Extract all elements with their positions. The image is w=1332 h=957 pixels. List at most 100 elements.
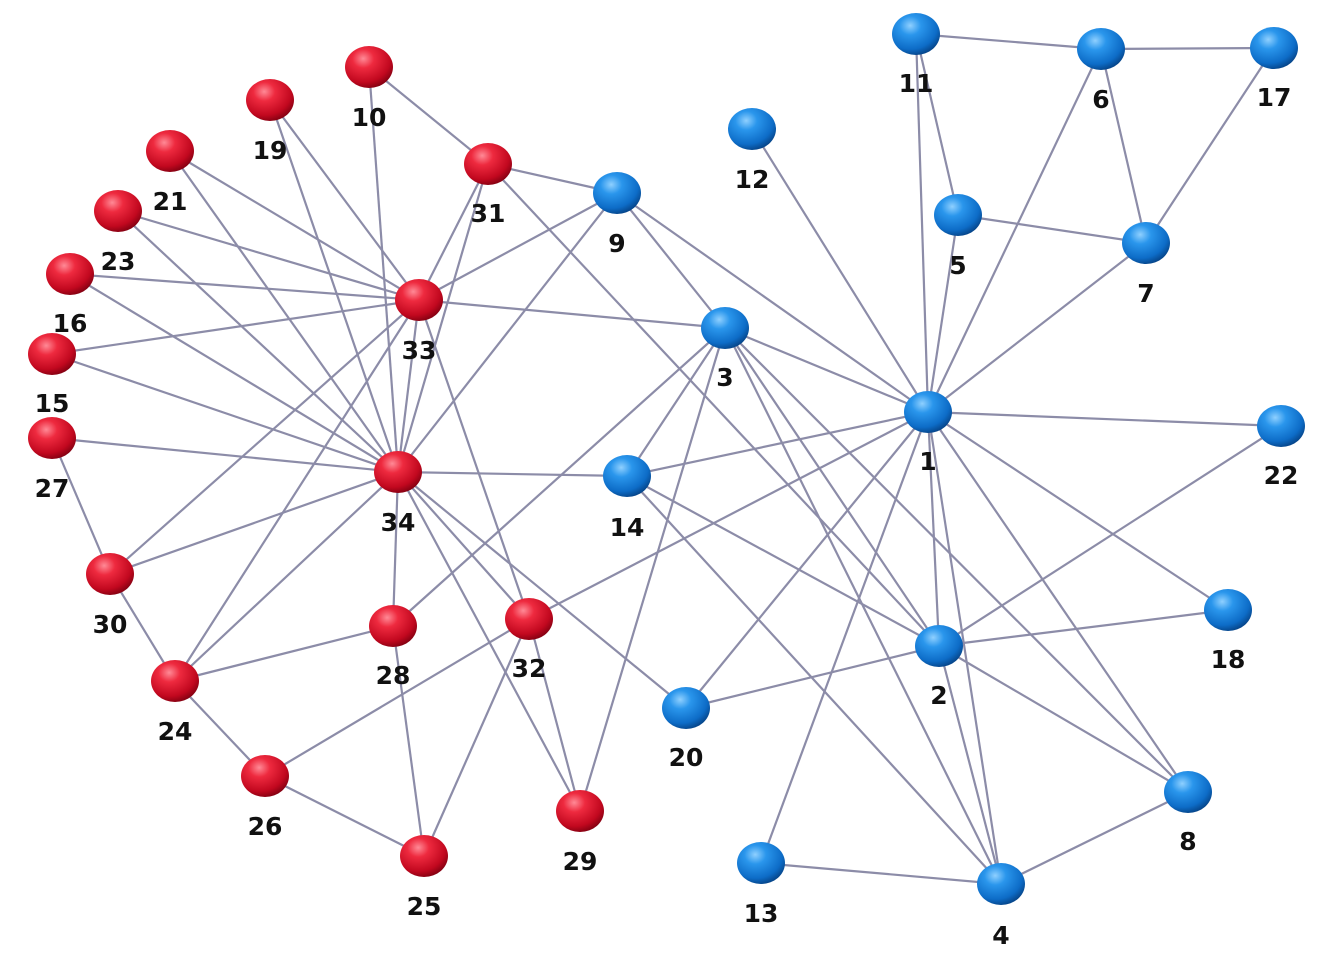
- edge-16-34: [69, 273, 399, 473]
- edge-3-9: [616, 192, 726, 329]
- node-label-19: 19: [253, 136, 288, 165]
- node-label-13: 13: [744, 899, 779, 928]
- node-label-15: 15: [35, 389, 70, 418]
- edge-29-34: [397, 471, 581, 812]
- edge-19-33: [269, 99, 420, 301]
- node-10: [345, 46, 393, 88]
- edge-1-7: [927, 242, 1147, 413]
- edge-2-4: [937, 645, 1003, 885]
- node-33: [395, 279, 443, 321]
- edge-24-34: [174, 471, 399, 682]
- node-label-31: 31: [471, 199, 506, 228]
- node-label-6: 6: [1092, 85, 1109, 114]
- node-21: [146, 130, 194, 172]
- node-32: [505, 598, 553, 640]
- edge-21-34: [169, 150, 399, 473]
- edge-16-33: [69, 272, 420, 302]
- edge-2-31: [487, 163, 940, 647]
- node-16: [46, 253, 94, 295]
- node-12: [728, 108, 776, 150]
- node-13: [737, 842, 785, 884]
- edge-6-7: [1099, 48, 1148, 244]
- node-label-16: 16: [53, 309, 88, 338]
- node-label-22: 22: [1264, 461, 1299, 490]
- edge-5-11: [914, 33, 960, 216]
- node-label-17: 17: [1257, 83, 1292, 112]
- node-9: [593, 172, 641, 214]
- edge-1-5: [926, 214, 960, 413]
- node-30: [86, 553, 134, 595]
- edge-3-14: [626, 327, 726, 477]
- edge-5-7: [957, 213, 1147, 245]
- node-19: [246, 79, 294, 121]
- edge-26-32: [264, 618, 530, 777]
- node-label-21: 21: [153, 187, 188, 216]
- node-20: [662, 687, 710, 729]
- edge-9-33: [418, 192, 618, 301]
- node-29: [556, 790, 604, 832]
- edge-32-33: [417, 299, 531, 620]
- node-label-12: 12: [735, 165, 770, 194]
- edge-1-20: [685, 411, 929, 709]
- edge-1-4: [926, 411, 1003, 885]
- edge-2-22: [938, 425, 1282, 647]
- nodes-layer: [28, 13, 1305, 905]
- node-label-10: 10: [352, 103, 387, 132]
- edge-15-34: [51, 352, 399, 474]
- edge-4-8: [1000, 791, 1189, 885]
- edge-1-8: [927, 411, 1189, 793]
- edge-4-14: [626, 475, 1002, 885]
- node-label-27: 27: [35, 474, 70, 503]
- labels-layer: 1234567891011121314151617181920212223242…: [35, 69, 1299, 950]
- edge-1-6: [927, 48, 1102, 413]
- edge-1-3: [724, 326, 929, 414]
- edge-31-34: [396, 163, 490, 473]
- edge-3-28: [392, 327, 726, 627]
- node-27: [28, 417, 76, 459]
- edge-6-17: [1100, 46, 1275, 51]
- edge-1-32: [528, 411, 929, 620]
- edge-20-34: [397, 471, 687, 709]
- edge-30-33: [109, 299, 420, 575]
- edge-21-33: [169, 150, 420, 301]
- node-6: [1077, 28, 1125, 70]
- edge-33-34: [396, 299, 421, 473]
- edge-9-34: [397, 192, 618, 473]
- node-23: [94, 190, 142, 232]
- node-5: [934, 194, 982, 236]
- node-1: [904, 391, 952, 433]
- edge-3-33: [418, 298, 726, 330]
- edge-3-8: [724, 327, 1189, 793]
- node-label-7: 7: [1137, 279, 1154, 308]
- node-label-32: 32: [512, 654, 547, 683]
- edge-3-29: [578, 327, 727, 812]
- node-label-2: 2: [930, 681, 947, 710]
- node-label-5: 5: [949, 251, 966, 280]
- node-label-8: 8: [1179, 827, 1196, 856]
- edge-2-18: [938, 608, 1229, 648]
- node-2: [915, 625, 963, 667]
- edge-1-22: [927, 410, 1282, 428]
- node-label-3: 3: [716, 363, 733, 392]
- node-label-23: 23: [101, 247, 136, 276]
- edge-19-34: [268, 99, 400, 473]
- edge-29-32: [527, 618, 582, 812]
- node-label-9: 9: [608, 229, 625, 258]
- edges-layer: [50, 32, 1282, 886]
- node-label-25: 25: [407, 892, 442, 921]
- edge-2-3: [724, 327, 940, 647]
- edge-14-34: [397, 470, 628, 478]
- node-28: [369, 605, 417, 647]
- edge-1-11: [914, 33, 930, 413]
- edge-1-12: [751, 128, 929, 413]
- edge-6-11: [915, 32, 1102, 51]
- edge-1-13: [759, 411, 930, 864]
- node-label-34: 34: [381, 508, 416, 537]
- node-31: [464, 143, 512, 185]
- node-8: [1164, 771, 1212, 813]
- edge-31-33: [418, 163, 489, 301]
- edge-27-34: [51, 436, 399, 474]
- node-label-20: 20: [669, 743, 704, 772]
- edge-27-30: [50, 437, 112, 575]
